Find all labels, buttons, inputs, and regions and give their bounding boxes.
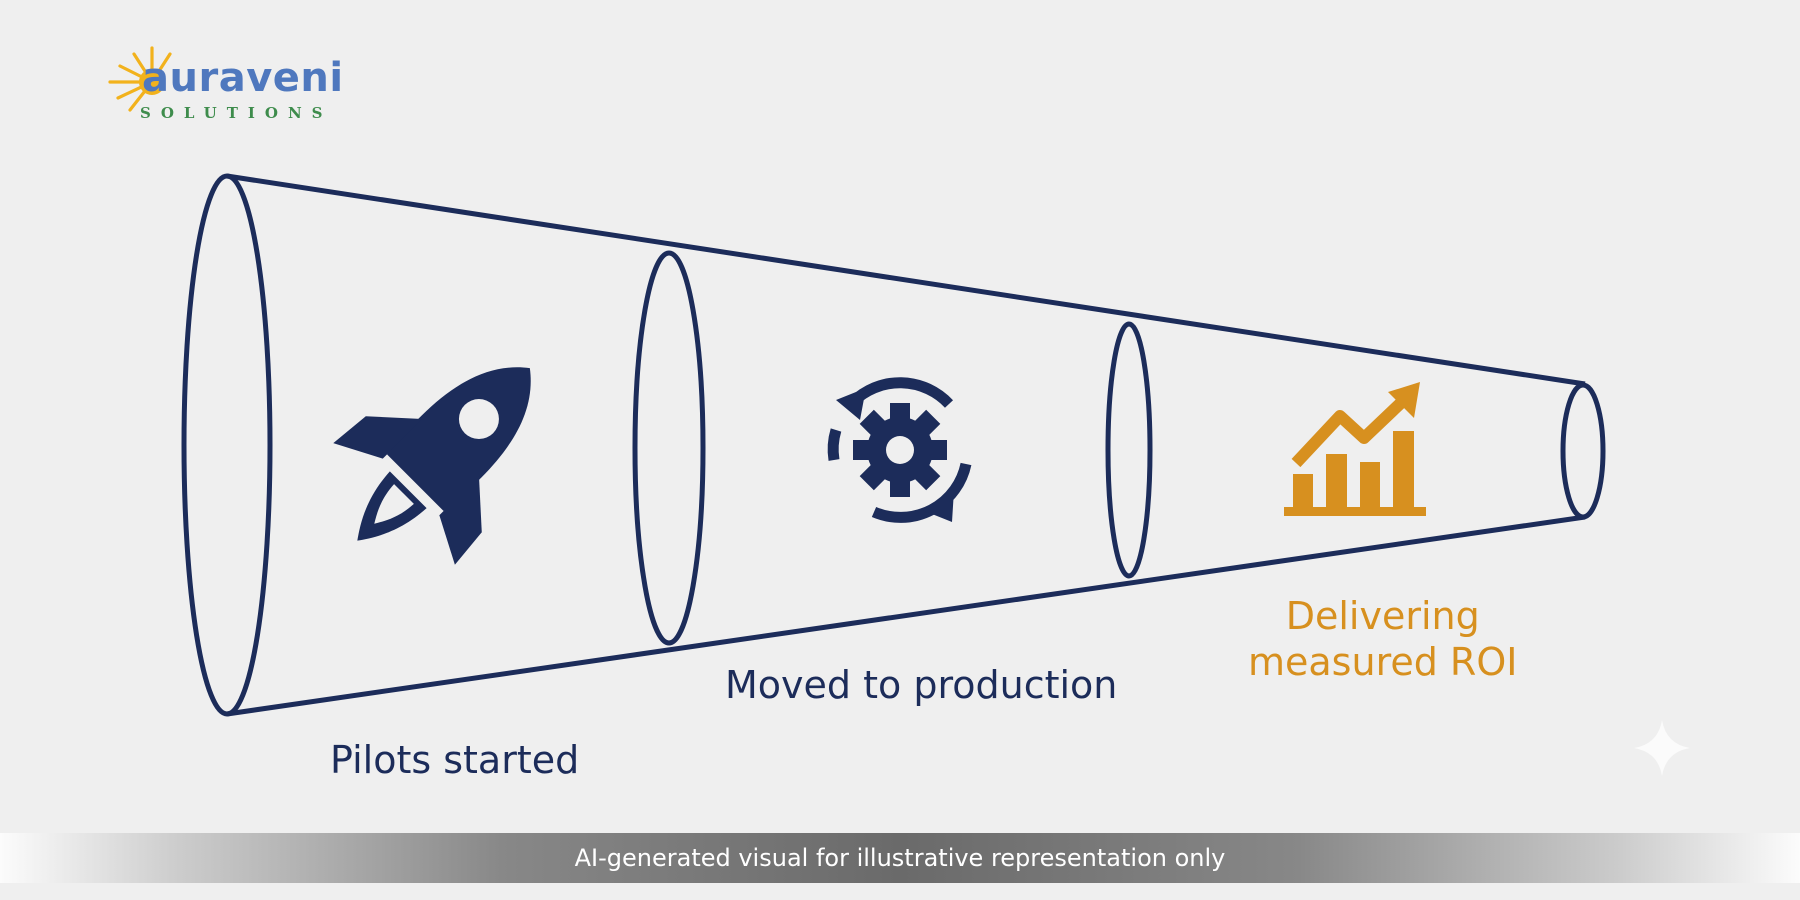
sun-icon [108, 46, 172, 112]
funnel-bottom-edge [226, 514, 1586, 717]
company-logo: auraveni SOLUTIONS [108, 44, 368, 134]
growth-chart-icon [1284, 382, 1426, 516]
rocket-icon [333, 367, 531, 565]
funnel-ring-1 [181, 173, 273, 717]
logo-wordmark: auraveni [142, 55, 344, 101]
stage-label-roi: Delivering measured ROI [1248, 594, 1518, 685]
stage-label-production: Moved to production [725, 663, 1118, 707]
logo-tagline: SOLUTIONS [140, 104, 333, 122]
funnel-ring-3 [1105, 321, 1153, 579]
funnel-ring-4 [1560, 382, 1606, 520]
disclaimer-banner: AI-generated visual for illustrative rep… [0, 833, 1800, 883]
funnel-ring-2 [632, 250, 706, 646]
sparkle-icon [1634, 720, 1690, 776]
funnel-top-edge [226, 173, 1586, 387]
stage-label-pilots: Pilots started [330, 738, 580, 782]
gear-cycle-icon [827, 377, 972, 523]
disclaimer-text: AI-generated visual for illustrative rep… [574, 844, 1226, 872]
